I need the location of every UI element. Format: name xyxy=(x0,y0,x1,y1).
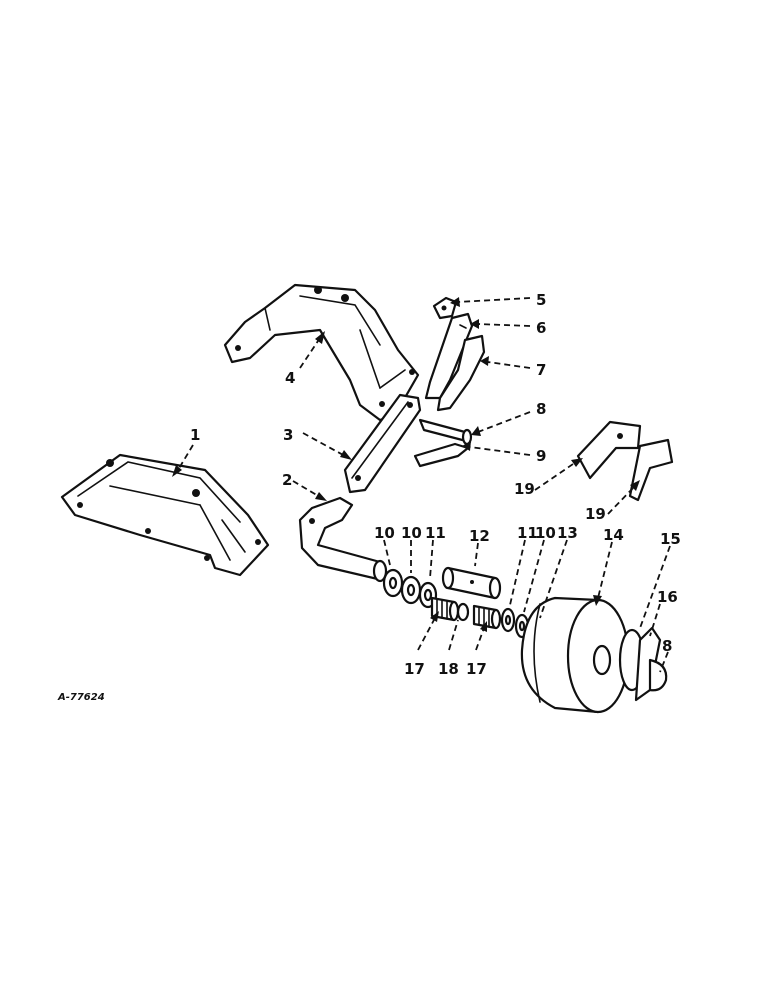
part-9-clip xyxy=(413,442,470,468)
part-4-frame-bracket xyxy=(223,283,420,422)
part-8-pin xyxy=(418,418,473,446)
part-3-arm xyxy=(343,393,422,494)
callout-18: 18 xyxy=(438,660,459,678)
callout-9: 9 xyxy=(536,447,546,465)
part-11-washer-b xyxy=(500,607,516,633)
callout-6: 6 xyxy=(536,319,546,337)
callout-8: 8 xyxy=(536,400,546,418)
part-2-spindle xyxy=(298,496,388,583)
callout-10-b: 10 xyxy=(401,524,422,542)
part-17-bearing-b xyxy=(472,604,502,630)
callout-11-b: 11 xyxy=(517,524,538,542)
callout-2: 2 xyxy=(282,471,292,489)
leader-lines xyxy=(172,297,671,673)
part-7-bracket-plate xyxy=(436,334,486,412)
callout-8-b: 8 xyxy=(662,637,672,655)
part-10-washer-a xyxy=(382,568,404,598)
part-5-plate xyxy=(432,296,458,320)
callout-labels: 1 2 3 4 5 6 7 8 9 10 10 11 12 11 10 13 1… xyxy=(190,291,681,678)
callout-19-b: 19 xyxy=(585,505,606,523)
part-10-washer-b xyxy=(400,575,422,605)
callout-10-c: 10 xyxy=(535,524,556,542)
callout-19-a: 19 xyxy=(514,480,535,498)
callout-14: 14 xyxy=(603,526,624,544)
part-1-base-support xyxy=(60,453,270,577)
callout-3: 3 xyxy=(283,426,293,444)
callout-4: 4 xyxy=(285,369,295,387)
callout-10-a: 10 xyxy=(374,524,395,542)
callout-17-b: 17 xyxy=(466,660,487,678)
part-14-wheel xyxy=(520,596,630,714)
callout-5: 5 xyxy=(536,291,546,309)
part-18-spacer xyxy=(456,602,470,622)
callout-7: 7 xyxy=(536,361,546,379)
callout-16: 16 xyxy=(657,588,678,606)
callout-11-a: 11 xyxy=(425,524,446,542)
figure-reference-number: A-77624 xyxy=(57,692,105,703)
callout-12: 12 xyxy=(469,527,490,545)
callout-17-a: 17 xyxy=(404,660,425,678)
part-8-cap xyxy=(648,658,668,692)
part-19-bracket xyxy=(576,420,674,502)
callout-13: 13 xyxy=(557,524,578,542)
callout-1: 1 xyxy=(190,426,200,444)
callout-15: 15 xyxy=(660,530,681,548)
part-12-spacer-tube xyxy=(441,566,502,600)
